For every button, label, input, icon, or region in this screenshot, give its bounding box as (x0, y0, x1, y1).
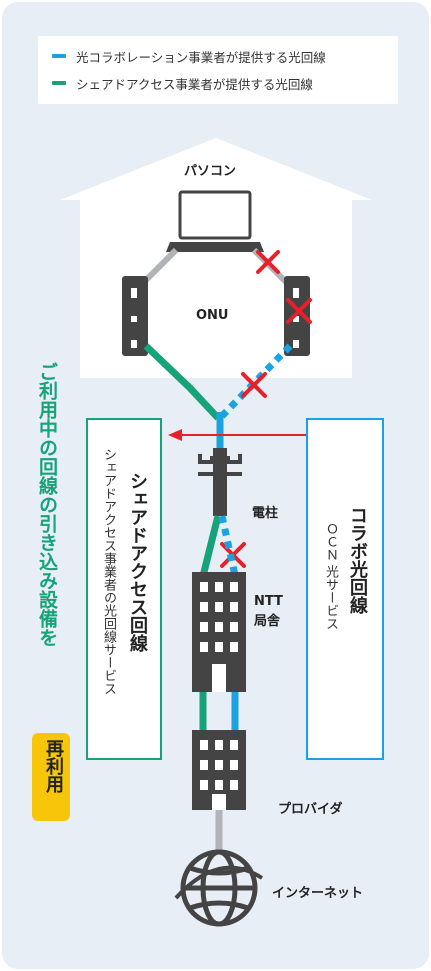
legend-label-shared: シェアドアクセス事業者が提供する光回線 (76, 76, 313, 92)
ntt-building-icon (192, 572, 246, 692)
legend-swatch-green (52, 81, 66, 85)
green-line-pole-ntt (198, 515, 222, 581)
shared-panel-title: シェアドアクセス回線 (127, 472, 148, 652)
provider-building-icon (192, 730, 246, 810)
legend-label-collab: 光コラボレーション事業者が提供する光回線 (76, 49, 326, 65)
cross-mark-1-icon (256, 250, 280, 274)
provider-label: プロバイダ (278, 802, 343, 817)
legend-item-collab: 光コラボレーション事業者が提供する光回線 (52, 46, 326, 66)
utility-pole-icon (198, 448, 242, 516)
blue-dashed-pole-ntt (218, 515, 240, 581)
reuse-badge: 再利用 (32, 733, 70, 821)
legend-swatch-blue (52, 54, 66, 58)
onu-device-right-icon (284, 276, 310, 356)
green-line-house (143, 343, 221, 421)
reuse-badge-text: 再利用 (43, 739, 64, 793)
ntt-label-line1: NTT (254, 594, 283, 609)
legend-item-shared: シェアドアクセス事業者が提供する光回線 (52, 73, 313, 93)
red-arrow-head-icon (168, 429, 182, 441)
left-headline: ご利用中の回線の引き込み設備を (36, 362, 58, 647)
collab-panel-title: コラボ光回線 (347, 506, 368, 614)
onu-device-left-icon (122, 276, 148, 356)
ntt-label-line2: 局舎 (254, 614, 281, 629)
shared-panel-subtitle: シェアドアクセス事業者の光回線サービス (101, 448, 116, 695)
internet-label: インターネット (272, 886, 364, 901)
onu-label: ONU (196, 308, 229, 323)
cross-mark-2-icon (286, 298, 312, 324)
collab-panel: コラボ光回線 ＯＣＮ 光サービス (306, 418, 384, 760)
legend: 光コラボレーション事業者が提供する光回線 シェアドアクセス事業者が提供する光回線 (38, 36, 398, 104)
shared-access-panel: シェアドアクセス回線 シェアドアクセス事業者の光回線サービス (86, 418, 162, 760)
cross-mark-3-icon (241, 372, 267, 398)
pc-label: パソコン (184, 164, 237, 179)
collab-panel-subtitle: ＯＣＮ 光サービス (323, 522, 338, 631)
globe-icon (174, 849, 264, 927)
laptop-icon (166, 190, 264, 252)
pole-label: 電柱 (252, 506, 279, 521)
blue-dashed-house (219, 343, 293, 419)
